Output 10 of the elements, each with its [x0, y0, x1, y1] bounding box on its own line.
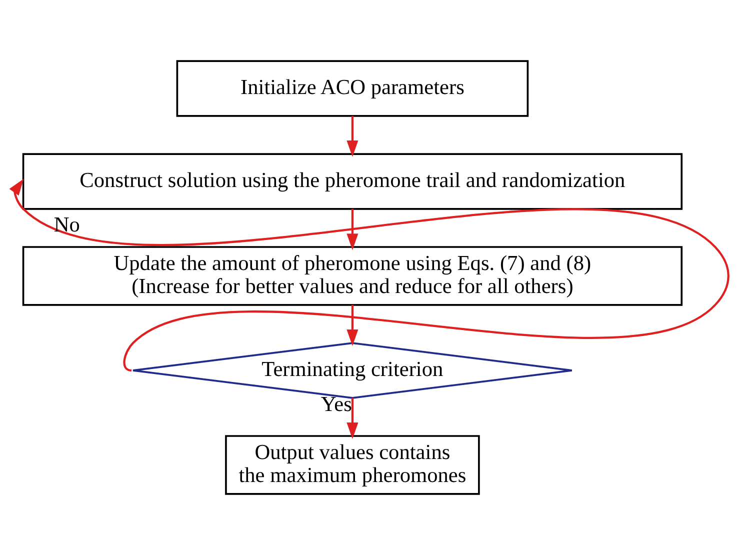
node-box: Construct solution using the pheromone trail and randomization: [22, 153, 683, 210]
arrow: [346, 116, 358, 157]
arrow: [346, 208, 358, 250]
arrow: [346, 304, 358, 346]
node-box: Output values contains the maximum pheromones: [225, 435, 480, 495]
edge-label: No: [54, 212, 80, 236]
node-box: Initialize ACO parameters: [176, 60, 529, 117]
arrow: [346, 398, 358, 440]
arrow: [9, 178, 730, 372]
node-box: Update the amount of pheromone using Eqs. (7) and (8) (Increase for better values and reduce for all others): [22, 246, 683, 306]
